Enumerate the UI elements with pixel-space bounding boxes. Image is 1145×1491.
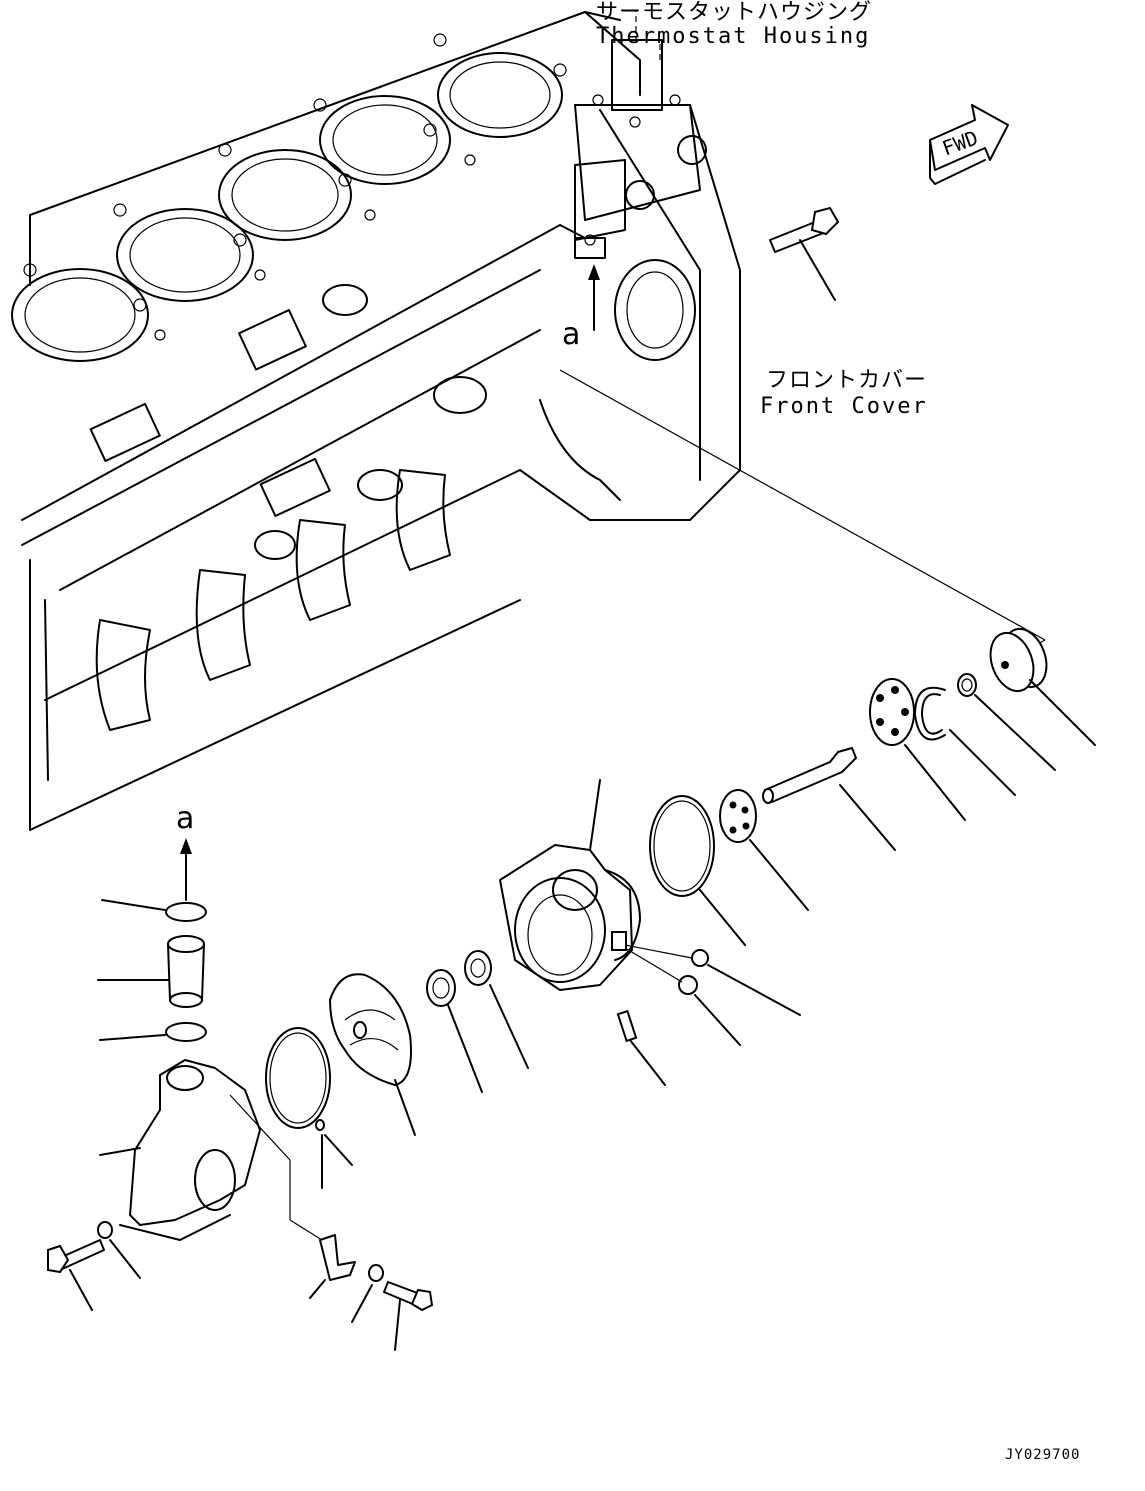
front-cover (519, 104, 741, 521)
o-ring-lower (99, 1022, 207, 1042)
nut (957, 673, 1056, 771)
thermostat-housing-label-en: Thermostat Housing (596, 24, 871, 49)
o-ring-cover (265, 1027, 353, 1189)
bracket (229, 1094, 356, 1299)
thermostat-housing-label-jp: サーモスタットハウジング (596, 0, 873, 25)
pump-gear (989, 627, 1096, 746)
view-arrow-top (588, 264, 600, 331)
connector-tube (97, 935, 205, 1008)
front-cover-label-en: Front Cover (760, 394, 928, 419)
cover-bolt-left (47, 1239, 105, 1311)
view-marker-a-bottom: a (176, 801, 195, 836)
thermostat-housing (574, 39, 707, 259)
pump-body (499, 779, 641, 991)
impeller (329, 973, 416, 1136)
snap-ring (914, 686, 1016, 796)
deck-bolt-holes (23, 33, 567, 341)
cover-bolt-right (383, 1281, 434, 1351)
o-ring-large (649, 795, 746, 946)
seal-ring (464, 950, 529, 1069)
bearing-inner (719, 789, 809, 911)
pump-shaft (762, 747, 896, 851)
washer-left (97, 1221, 141, 1279)
mechanical-seal (426, 969, 483, 1093)
plug-bolts (624, 944, 801, 1046)
drawing-id: JY029700 (1005, 1447, 1081, 1463)
bearing-outer (869, 678, 966, 821)
view-arrow-bottom (180, 838, 192, 901)
dowel-pin (616, 1009, 666, 1086)
o-ring-upper (101, 899, 207, 922)
fwd-arrow-icon (929, 104, 1009, 185)
washer-right (351, 1264, 384, 1323)
engine-block (11, 11, 641, 831)
front-cover-label-jp: フロントカバー (766, 368, 928, 393)
pump-cover-elbow (99, 1059, 261, 1241)
cylinder-bores (11, 52, 563, 362)
view-marker-a-top: a (562, 317, 581, 352)
front-cover-bolt (769, 206, 840, 301)
